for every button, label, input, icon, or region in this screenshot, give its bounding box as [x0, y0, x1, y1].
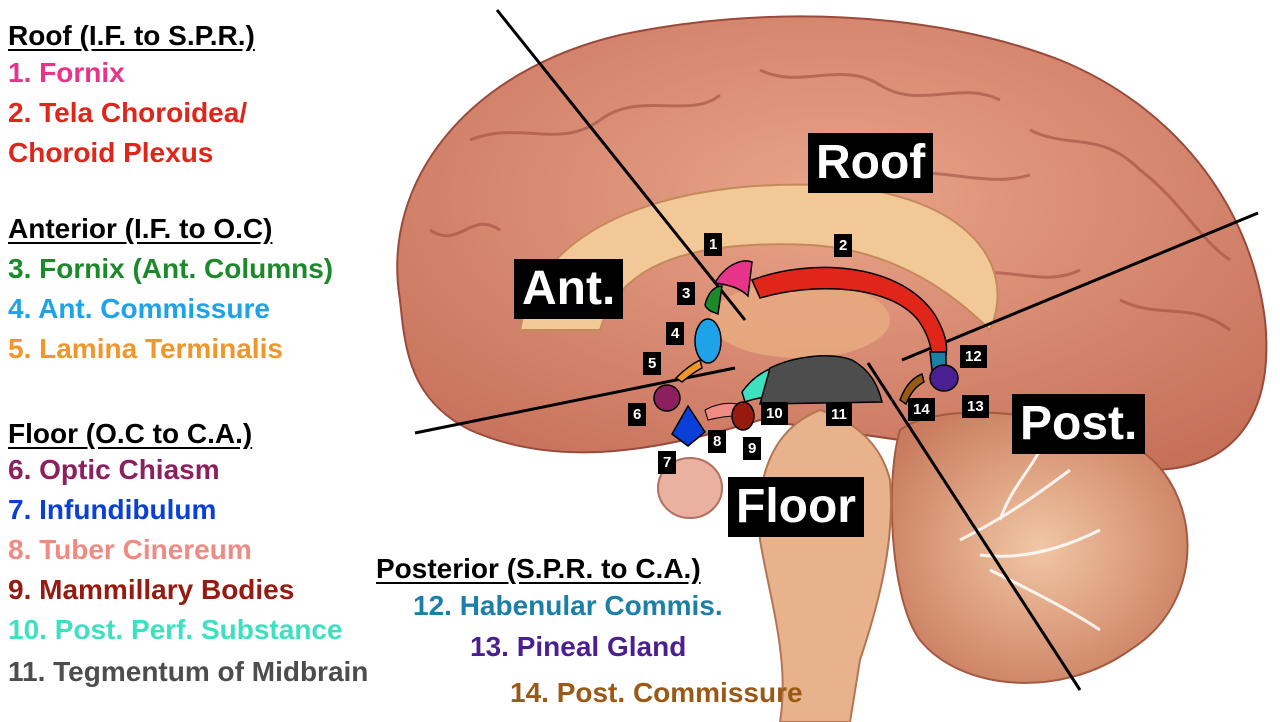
region-label-post: Post. [1012, 394, 1146, 454]
legend-item-pineal-gland: 13. Pineal Gland [470, 631, 687, 662]
legend-heading-posterior: Posterior (S.P.R. to C.A.) [376, 553, 701, 584]
marker-8: 8 [708, 430, 727, 453]
fornix-shape [713, 260, 753, 298]
region-label-roof: Roof [808, 133, 934, 193]
marker-1: 1 [704, 233, 723, 256]
legend-item-choroid-plexus: Choroid Plexus [8, 137, 214, 168]
legend-item-fornix: 1. Fornix [8, 57, 125, 88]
mammillary-bodies-shape [731, 401, 755, 431]
optic-chiasm-shape [653, 384, 681, 412]
ant-commissure-shape [694, 318, 722, 364]
legend-heading-roof: Roof (I.F. to S.P.R.) [8, 20, 255, 51]
marker-3: 3 [677, 282, 696, 305]
thalamus [710, 282, 890, 358]
marker-12: 12 [960, 345, 987, 368]
marker-14: 14 [908, 398, 935, 421]
legend-item-post-commissure: 14. Post. Commissure [510, 677, 803, 708]
legend-item-mammillary-bodies: 9. Mammillary Bodies [8, 574, 295, 605]
infundibulum-shape [671, 404, 706, 447]
legend-item-tegmentum: 11. Tegmentum of Midbrain [8, 656, 369, 687]
lamina-terminalis-shape [674, 358, 703, 383]
legend-item-infundibulum: 7. Infundibulum [8, 494, 217, 525]
legend-item-post-perf-substance: 10. Post. Perf. Substance [8, 614, 343, 645]
region-label-ant: Ant. [514, 259, 624, 319]
fornix-ant-columns-shape [704, 285, 723, 315]
legend-item-habenular-commissure: 12. Habenular Commis. [413, 590, 723, 621]
marker-10: 10 [761, 402, 788, 425]
marker-2: 2 [834, 234, 853, 257]
legend-item-ant-commissure: 4. Ant. Commissure [8, 293, 270, 324]
brainstem [758, 408, 892, 722]
legend-item-tuber-cinereum: 8. Tuber Cinereum [8, 534, 252, 565]
legend-item-tela-choroidea: 2. Tela Choroidea/ [8, 97, 248, 128]
region-label-floor: Floor [728, 477, 864, 537]
marker-7: 7 [658, 451, 677, 474]
marker-13: 13 [962, 395, 989, 418]
legend-heading-anterior: Anterior (I.F. to O.C) [8, 213, 273, 244]
tegmentum-shape [759, 355, 883, 405]
legend-item-fornix-ant-columns: 3. Fornix (Ant. Columns) [8, 253, 334, 284]
marker-11: 11 [826, 403, 852, 426]
legend-item-lamina-terminalis: 5. Lamina Terminalis [8, 333, 283, 364]
pineal-gland-shape [929, 364, 959, 392]
legend-heading-floor: Floor (O.C to C.A.) [8, 418, 253, 449]
legend-item-optic-chiasm: 6. Optic Chiasm [8, 454, 220, 485]
marker-5: 5 [643, 352, 662, 375]
marker-9: 9 [743, 437, 762, 460]
marker-6: 6 [628, 403, 647, 426]
marker-4: 4 [666, 322, 685, 345]
